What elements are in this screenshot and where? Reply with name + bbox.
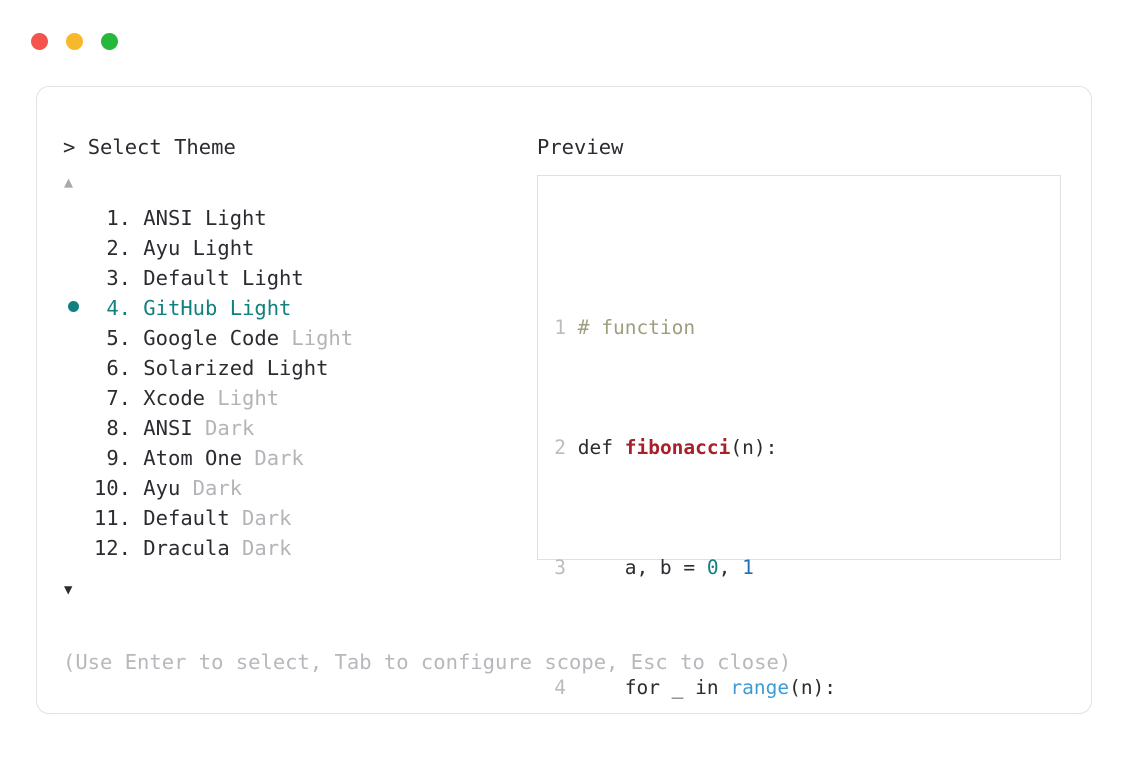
theme-name: Ayu Light: [143, 236, 255, 260]
scroll-up-arrow-icon[interactable]: ▲: [64, 173, 74, 191]
line-number: 1: [554, 316, 566, 339]
theme-index: 9.: [106, 446, 131, 470]
maximize-button[interactable]: [101, 33, 118, 50]
theme-name: ANSI: [143, 416, 193, 440]
theme-index: 7.: [106, 386, 131, 410]
theme-list-item[interactable]: 6. Solarized Light: [63, 353, 533, 383]
theme-name: GitHub Light: [143, 296, 292, 320]
select-theme-header: > Select Theme: [63, 133, 533, 161]
preview-column: Preview: [537, 133, 1067, 161]
minimize-button[interactable]: [66, 33, 83, 50]
theme-name: Dracula: [143, 536, 230, 560]
theme-index: 1.: [106, 206, 131, 230]
theme-index: 11.: [93, 506, 131, 530]
theme-picker-card: > Select Theme ▲ 1. ANSI Light 2. Ayu Li…: [36, 86, 1092, 714]
theme-variant: Dark: [205, 416, 255, 440]
theme-index: 10.: [93, 476, 131, 500]
theme-list-item[interactable]: 8. ANSI Dark: [63, 413, 533, 443]
theme-name: Google Code: [143, 326, 280, 350]
theme-name: Default: [143, 506, 230, 530]
theme-list-item[interactable]: 11. Default Dark: [63, 503, 533, 533]
theme-index: 5.: [106, 326, 131, 350]
code-line: 1 # function: [554, 313, 962, 343]
theme-variant: Dark: [242, 536, 292, 560]
selected-bullet-icon: [68, 301, 79, 312]
selection-bullet-slot: [63, 293, 89, 323]
theme-list-item[interactable]: 9. Atom One Dark: [63, 443, 533, 473]
theme-variant: Dark: [192, 476, 243, 500]
line-number: 2: [554, 436, 566, 459]
scroll-down-arrow-icon[interactable]: ▼: [64, 582, 73, 598]
code-line: 4 for _ in range(n):: [554, 673, 962, 703]
token-text: a, b =: [577, 556, 707, 579]
theme-list-item[interactable]: 7. Xcode Light: [63, 383, 533, 413]
token-text: (n):: [789, 676, 837, 699]
close-button[interactable]: [31, 33, 48, 50]
theme-list-item[interactable]: 12. Dracula Dark: [63, 533, 533, 563]
token-args: (n):: [730, 436, 778, 459]
theme-name: Default Light: [143, 266, 304, 290]
theme-name: Solarized Light: [143, 356, 329, 380]
line-number: 4: [554, 676, 566, 699]
token-keyword: def: [577, 436, 625, 459]
window-controls: [31, 33, 118, 50]
line-number: 3: [554, 556, 566, 579]
theme-list-item-selected[interactable]: 4. GitHub Light: [63, 293, 533, 323]
token-builtin: range: [730, 676, 790, 699]
theme-index: 12.: [93, 536, 131, 560]
picker-columns: > Select Theme ▲ 1. ANSI Light 2. Ayu Li…: [37, 87, 1091, 713]
theme-list-item[interactable]: 5. Google Code Light: [63, 323, 533, 353]
theme-variant: Light: [217, 386, 280, 410]
theme-name: Xcode: [143, 386, 206, 410]
theme-list-item[interactable]: 3. Default Light: [63, 263, 533, 293]
theme-index: 8.: [106, 416, 131, 440]
theme-index: 2.: [106, 236, 131, 260]
code-line: 3 a, b = 0, 1: [554, 553, 962, 583]
theme-list-item[interactable]: 10. Ayu Dark: [63, 473, 533, 503]
theme-name: Atom One: [143, 446, 243, 470]
theme-name: Ayu: [143, 476, 181, 500]
token-function-name: fibonacci: [624, 436, 731, 459]
theme-name: ANSI Light: [143, 206, 267, 230]
keyboard-hint: (Use Enter to select, Tab to configure s…: [63, 650, 792, 674]
theme-list-item[interactable]: 2. Ayu Light: [63, 233, 533, 263]
theme-variant: Dark: [242, 506, 292, 530]
theme-index: 6.: [106, 356, 131, 380]
token-number: 0: [706, 556, 719, 579]
theme-variant: Dark: [254, 446, 304, 470]
page-title: Select Theme: [87, 135, 236, 159]
theme-select-column: > Select Theme ▲ 1. ANSI Light 2. Ayu Li…: [63, 133, 533, 601]
prompt-caret-icon: >: [63, 135, 76, 159]
token-text: for _ in: [577, 676, 731, 699]
theme-index: 4.: [106, 296, 131, 320]
theme-index: 3.: [106, 266, 131, 290]
code-line: 2 def fibonacci(n):: [554, 433, 962, 463]
theme-variant: Light: [291, 326, 354, 350]
token-text: ,: [718, 556, 743, 579]
theme-list: 1. ANSI Light 2. Ayu Light 3. Default Li…: [63, 203, 533, 563]
preview-header: Preview: [537, 135, 624, 159]
theme-list-item[interactable]: 1. ANSI Light: [63, 203, 533, 233]
token-number: 1: [742, 556, 754, 579]
code-block: 1 # function 2 def fibonacci(n): 3 a, b …: [554, 223, 962, 757]
token-comment: # function: [577, 316, 696, 339]
code-preview-box: 1 # function 2 def fibonacci(n): 3 a, b …: [537, 175, 1061, 699]
